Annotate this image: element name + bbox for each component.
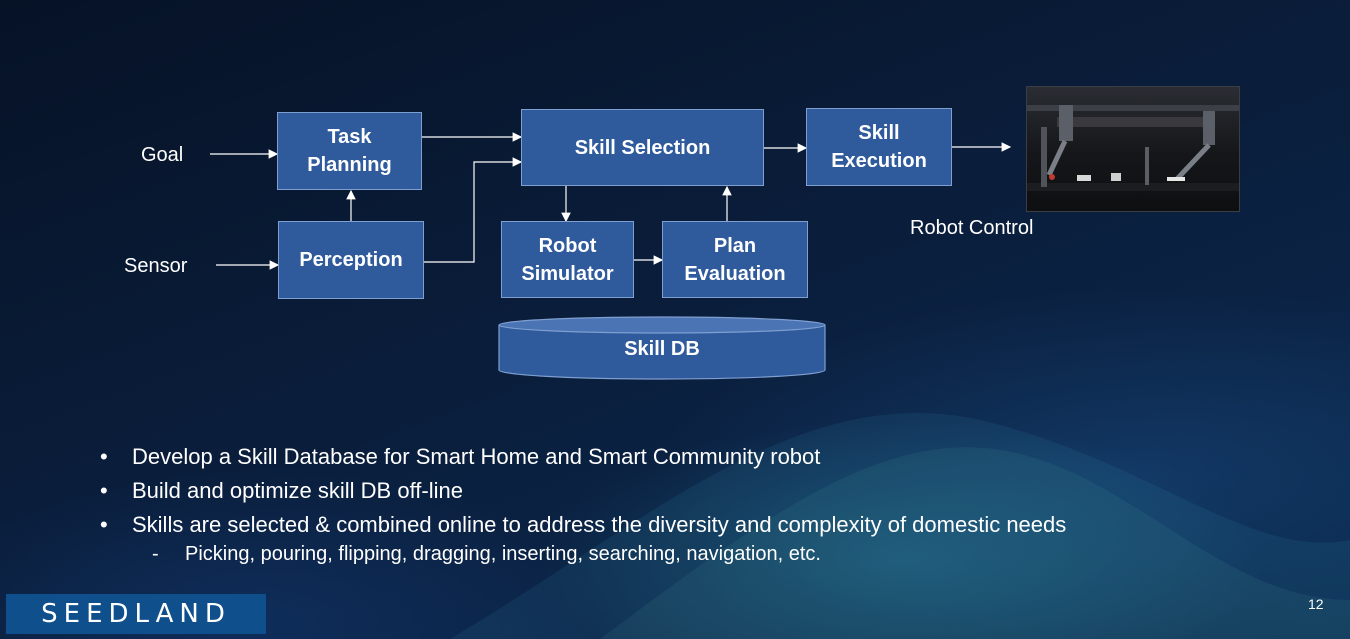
skill-db-cylinder: Skill DB xyxy=(498,316,826,380)
bullet-item: •Skills are selected & combined online t… xyxy=(100,508,1066,542)
bullet-dot: • xyxy=(100,444,108,469)
bullet-dot: • xyxy=(100,512,108,537)
task-planning-box: Task Planning xyxy=(277,112,422,190)
seedland-logo: SEEDLAND xyxy=(6,594,266,634)
bullet-list: •Develop a Skill Database for Smart Home… xyxy=(100,440,1066,542)
sub-bullet: - Picking, pouring, flipping, dragging, i… xyxy=(152,543,821,566)
skill-selection-box: Skill Selection xyxy=(521,109,764,186)
sub-bullet-dash: - xyxy=(152,543,159,565)
robot-arm-scene xyxy=(1027,105,1239,191)
sensor-label: Sensor xyxy=(124,255,188,277)
database-icon xyxy=(498,316,826,380)
bullet-item: •Develop a Skill Database for Smart Home… xyxy=(100,440,1066,474)
plan-evaluation-box: Plan Evaluation xyxy=(662,221,808,298)
sub-bullet-text: Picking, pouring, flipping, dragging, in… xyxy=(185,543,821,565)
page-number: 12 xyxy=(1308,596,1324,612)
robot-control-label: Robot Control xyxy=(910,217,1034,239)
skill-execution-box: Skill Execution xyxy=(806,108,952,186)
perception-box: Perception xyxy=(278,221,424,299)
bullet-dot: • xyxy=(100,478,108,503)
robot-photo xyxy=(1026,86,1240,212)
arrow-perception-to-selection xyxy=(424,157,523,263)
robot-simulator-box: Robot Simulator xyxy=(501,221,634,298)
skill-db-label: Skill DB xyxy=(624,338,700,360)
goal-label: Goal xyxy=(141,144,184,166)
bullet-item: •Build and optimize skill DB off-line xyxy=(100,474,1066,508)
